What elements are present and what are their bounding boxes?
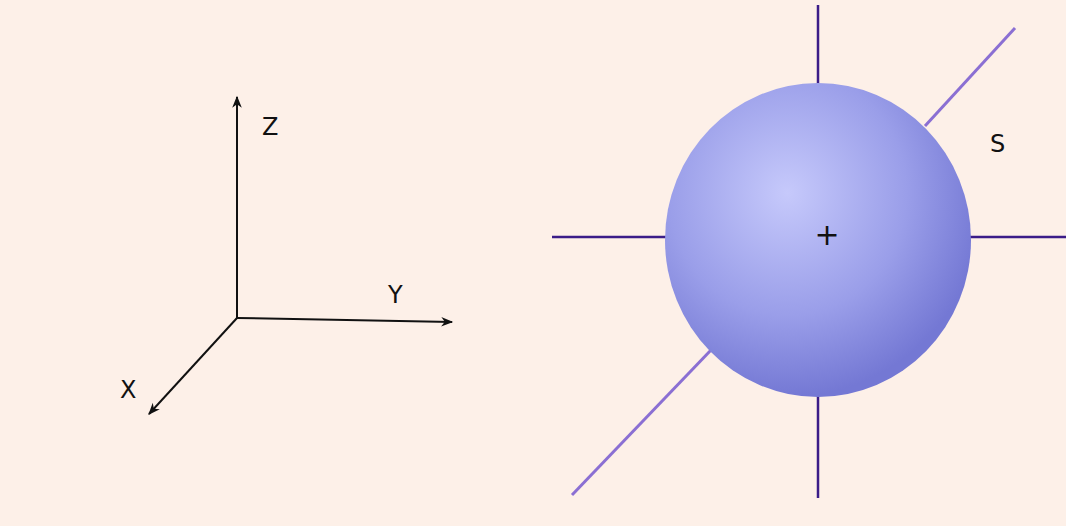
orbital-label: S <box>990 132 1005 156</box>
axis-label: Y <box>388 283 403 307</box>
orbital-axes <box>572 28 1015 495</box>
axis-line <box>817 395 820 498</box>
y-axis <box>237 318 452 322</box>
z-axis <box>236 97 238 318</box>
sign-symbol: + <box>814 220 839 250</box>
sphere-fill <box>665 83 971 397</box>
s-orbital-sphere: + <box>665 83 971 397</box>
axis-label: X <box>120 378 136 402</box>
axis-line <box>925 28 1015 126</box>
coordinate-axes <box>149 97 452 414</box>
axis-label: Z <box>262 115 278 139</box>
orbital-axes <box>552 5 1066 498</box>
x-axis <box>149 318 237 414</box>
axis-line <box>552 236 668 239</box>
